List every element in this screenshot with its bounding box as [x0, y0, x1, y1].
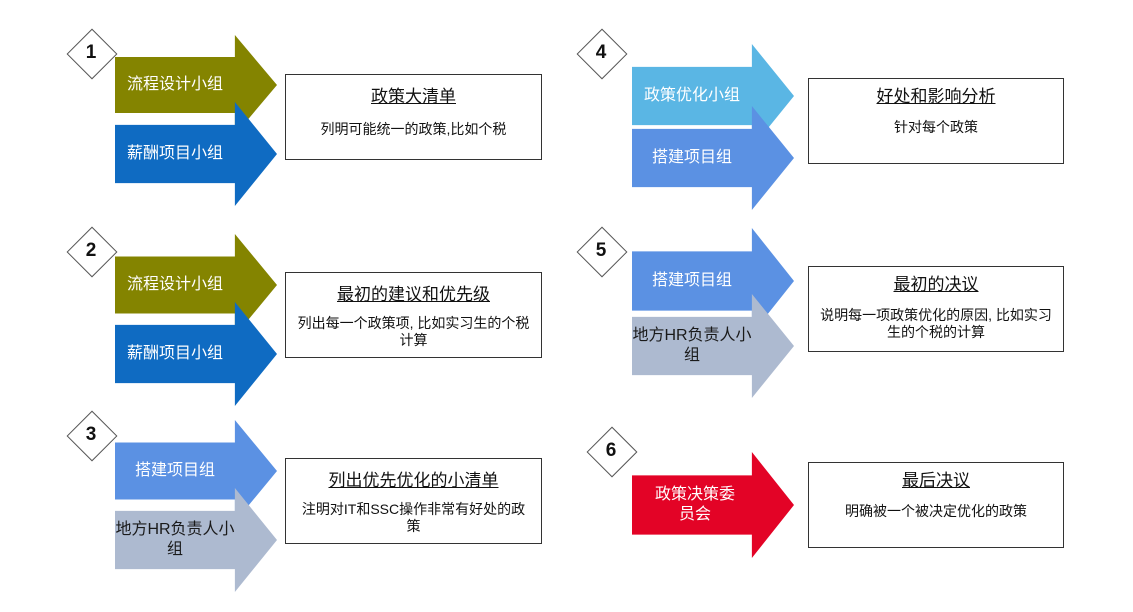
arrow-label: 搭建项目组: [134, 462, 215, 479]
box-title: 列出优先优化的小清单: [328, 471, 499, 490]
arrow-label: 地方HR负责人小组: [115, 521, 235, 558]
step-number: 4: [595, 42, 607, 63]
step-number: 5: [595, 240, 607, 261]
box-desc: 针对每个政策: [894, 119, 978, 135]
step-number: 3: [85, 424, 97, 445]
step-number: 1: [85, 42, 97, 63]
result-box: 最后决议 明确被一个被决定优化的政策: [808, 462, 1064, 548]
result-box: 最初的决议 说明每一项政策优化的原因, 比如实习生的个税的计算: [808, 266, 1064, 352]
arrow-label: 流程设计小组: [126, 76, 223, 93]
step-2: 2 流程设计小组 薪酬项目小组 最初的建议和优先级 列出每一个政策项, 比如实习…: [60, 226, 620, 418]
box-desc: 明确被一个被决定优化的政策: [845, 503, 1027, 519]
box-title: 最后决议: [902, 471, 970, 490]
result-box: 最初的建议和优先级 列出每一个政策项, 比如实习生的个税计算: [285, 272, 542, 358]
arrow-1b: 薪酬项目小组: [115, 102, 277, 206]
step-number: 2: [85, 240, 97, 261]
arrow-label: 搭建项目组: [651, 149, 732, 166]
box-title: 最初的决议: [893, 275, 979, 294]
result-box: 好处和影响分析 针对每个政策: [808, 78, 1064, 164]
box-title: 好处和影响分析: [876, 87, 996, 106]
arrow-2a: 流程设计小组: [115, 234, 277, 336]
box-desc: 列明可能统一的政策,比如个税: [320, 121, 507, 137]
arrow-3b: 地方HR负责人小组: [115, 488, 277, 592]
arrow-label: 流程设计小组: [126, 276, 223, 293]
result-box: 政策大清单 列明可能统一的政策,比如个税: [285, 74, 542, 160]
box-title: 最初的建议和优先级: [337, 285, 490, 304]
arrow-label: 政策优化小组: [643, 87, 740, 104]
step-number: 6: [605, 440, 617, 461]
arrow-3a: 搭建项目组: [115, 420, 277, 522]
arrow-1a: 流程设计小组: [115, 35, 277, 135]
arrow-label: 地方HR负责人小组: [632, 327, 752, 364]
arrow-6: 政策决策委员会: [632, 452, 794, 558]
arrow-label: 薪酬项目小组: [126, 145, 223, 162]
step-3: 3 搭建项目组 地方HR负责人小组 列出优先优化的小清单 注明对IT和SSC操作…: [60, 408, 620, 598]
step-5: 5 搭建项目组 地方HR负责人小组 最初的决议 说明每一项政策优化的原因, 比如…: [570, 226, 1130, 418]
box-desc: 注明对IT和SSC操作非常有好处的政策: [301, 501, 526, 534]
arrow-label: 薪酬项目小组: [126, 345, 223, 362]
step-6: 6 政策决策委员会 最后决议 明确被一个被决定优化的政策: [570, 422, 1130, 612]
step-4: 4 政策优化小组 搭建项目组 好处和影响分析 针对每个政策: [570, 28, 1130, 220]
box-desc: 说明每一项政策优化的原因, 比如实习生的个税的计算: [820, 307, 1052, 340]
result-box: 列出优先优化的小清单 注明对IT和SSC操作非常有好处的政策: [285, 458, 542, 544]
step-1: 1 流程设计小组 薪酬项目小组 政策大清单 列明可能统一的政策,比如个税: [60, 28, 620, 220]
arrow-label: 搭建项目组: [651, 272, 732, 289]
box-title: 政策大清单: [371, 87, 456, 106]
arrow-label: 政策决策委员会: [654, 486, 735, 523]
arrow-2b: 薪酬项目小组: [115, 302, 277, 406]
box-desc: 列出每一个政策项, 比如实习生的个税计算: [297, 315, 530, 348]
